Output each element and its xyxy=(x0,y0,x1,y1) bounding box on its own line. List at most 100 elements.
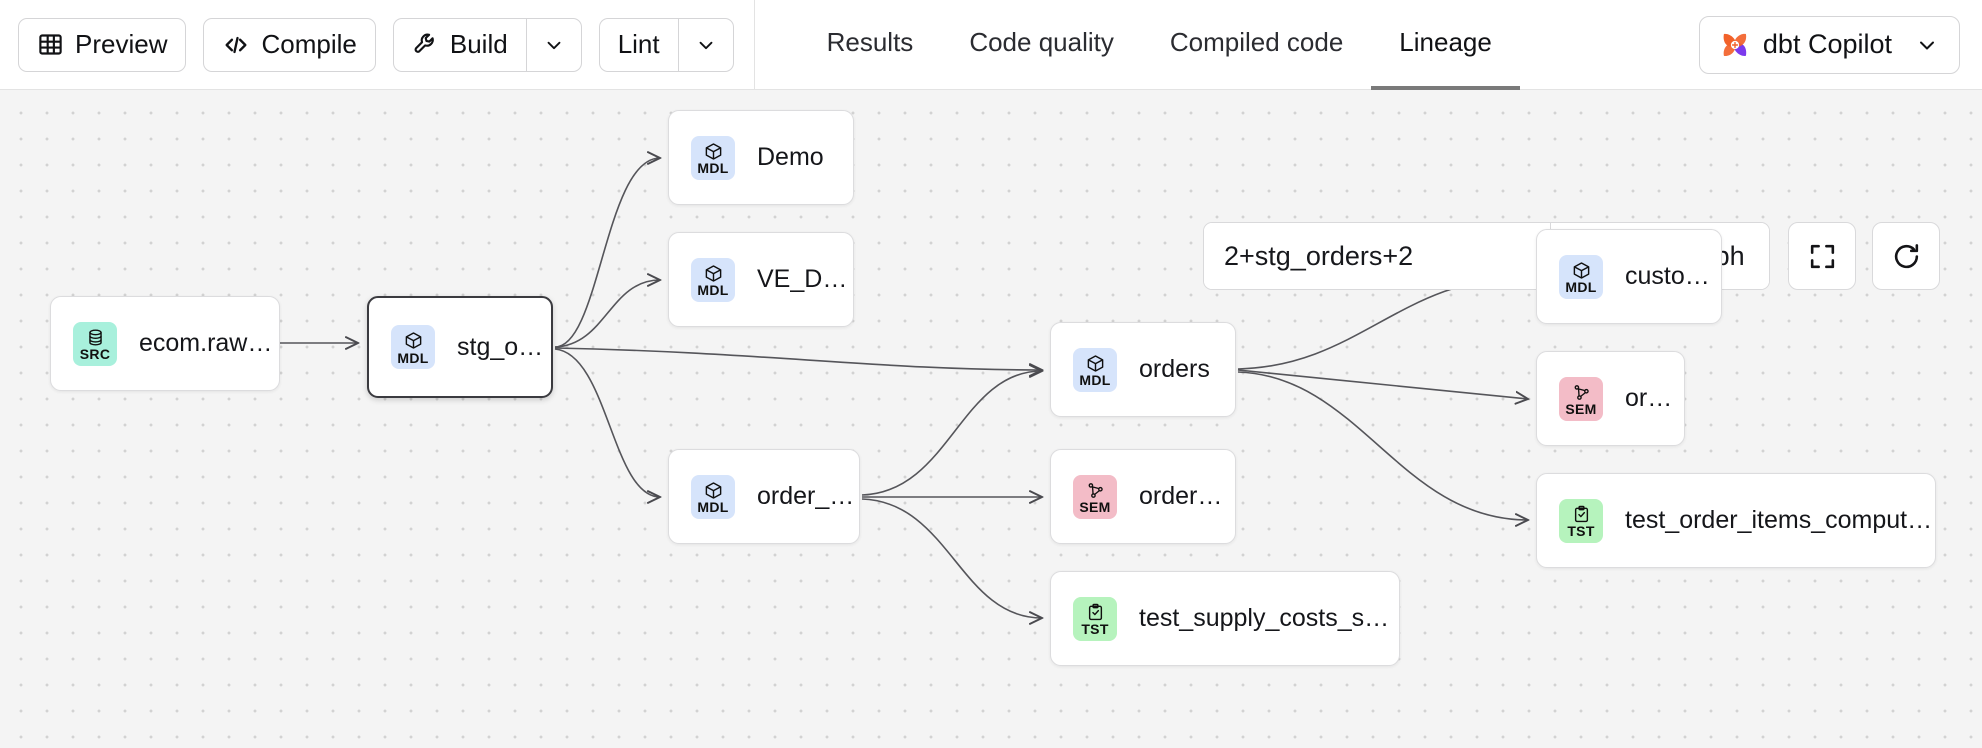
node-label: orders xyxy=(1625,384,1684,412)
copilot-label: dbt Copilot xyxy=(1762,29,1892,59)
lint-button-group: Lint xyxy=(598,17,734,72)
semantic-graph-icon xyxy=(1086,479,1105,501)
tab-label: Lineage xyxy=(1399,27,1492,57)
node-label: orders xyxy=(1139,355,1210,383)
build-button-group: Build xyxy=(392,17,582,72)
edge-stg-to-vedemo xyxy=(554,280,660,348)
node-label: order_items xyxy=(757,482,859,510)
lineage-node-demo[interactable]: MDL Demo xyxy=(668,110,854,205)
node-type-badge-sem: SEM xyxy=(1559,376,1603,421)
edge-orders-to-customers xyxy=(1237,277,1528,370)
edge-stg-to-orders xyxy=(554,347,1042,370)
cube-icon xyxy=(1086,352,1105,374)
chevron-down-icon xyxy=(1915,33,1939,57)
badge-label: MDL xyxy=(1565,279,1597,295)
badge-label: MDL xyxy=(1079,372,1111,388)
lineage-node-ecom-raw-orders[interactable]: SRC ecom.raw_orders xyxy=(50,296,280,391)
cube-icon xyxy=(704,140,723,162)
graph-selector-input[interactable] xyxy=(1204,223,1550,289)
tab-label: Results xyxy=(826,27,914,57)
cube-icon xyxy=(704,479,723,501)
build-dropdown-toggle[interactable] xyxy=(525,17,582,72)
tab-label: Code quality xyxy=(969,27,1114,57)
tab-code-quality[interactable]: Code quality xyxy=(941,0,1142,90)
lint-dropdown-toggle[interactable] xyxy=(677,17,734,72)
edge-orderitems-to-orders xyxy=(861,371,1042,496)
compile-button[interactable]: Compile xyxy=(203,17,376,72)
chevron-down-icon xyxy=(695,34,717,56)
clipboard-check-icon xyxy=(1572,503,1591,525)
table-icon xyxy=(37,31,64,58)
node-type-badge-mdl: MDL xyxy=(691,474,735,519)
badge-label: TST xyxy=(1081,621,1109,637)
node-label: customers xyxy=(1625,262,1721,290)
view-tabs: Results Code quality Compiled code Linea… xyxy=(799,0,1520,90)
lineage-node-customers[interactable]: MDL customers xyxy=(1536,229,1722,324)
badge-label: MDL xyxy=(697,499,729,515)
node-type-badge-mdl: MDL xyxy=(391,325,435,369)
semantic-graph-icon xyxy=(1572,381,1591,403)
node-type-badge-mdl: MDL xyxy=(1073,347,1117,392)
dbt-logo-icon xyxy=(1720,30,1750,60)
lineage-node-stg-orders[interactable]: MDL stg_orders xyxy=(367,296,553,398)
lineage-node-order-items[interactable]: MDL order_items xyxy=(668,449,860,544)
lint-button[interactable]: Lint xyxy=(598,17,678,72)
edge-orders-to-orderssem xyxy=(1237,369,1528,399)
cube-icon xyxy=(704,262,723,284)
build-label: Build xyxy=(449,29,508,59)
dbt-copilot-button[interactable]: dbt Copilot xyxy=(1698,15,1960,74)
tab-results[interactable]: Results xyxy=(799,0,942,90)
node-label: test_supply_costs_sum_correctly xyxy=(1139,604,1399,632)
lineage-canvas[interactable]: Update Graph xyxy=(0,90,1982,748)
toolbar-actions: Preview Compile Build xyxy=(0,0,734,89)
preview-button[interactable]: Preview xyxy=(18,17,187,72)
build-button[interactable]: Build xyxy=(392,17,526,72)
lineage-node-order-item-semantic[interactable]: SEM order_item xyxy=(1050,449,1236,544)
lint-label: Lint xyxy=(617,29,660,59)
code-brackets-icon xyxy=(222,31,250,59)
edge-stg-to-demo xyxy=(554,158,660,348)
clipboard-check-icon xyxy=(1086,601,1105,623)
node-type-badge-mdl: MDL xyxy=(691,257,735,302)
node-type-badge-sem: SEM xyxy=(1073,474,1117,519)
compile-label: Compile xyxy=(261,29,357,59)
lineage-node-ve-demo[interactable]: MDL VE_Demo xyxy=(668,232,854,327)
database-icon xyxy=(86,326,105,348)
lineage-node-test-order-items[interactable]: TST test_order_items_compute_to_bools_c.… xyxy=(1536,473,1936,568)
badge-label: SRC xyxy=(79,346,111,362)
tab-label: Compiled code xyxy=(1169,27,1344,57)
node-label: test_order_items_compute_to_bools_c... xyxy=(1625,506,1935,534)
node-label: Demo xyxy=(757,143,824,171)
tab-lineage[interactable]: Lineage xyxy=(1371,0,1520,90)
badge-label: SEM xyxy=(1079,499,1111,515)
chevron-down-icon xyxy=(543,34,565,56)
badge-label: MDL xyxy=(697,160,729,176)
toolbar-divider xyxy=(753,0,755,90)
wrench-icon xyxy=(412,31,439,58)
lineage-node-test-supply-costs[interactable]: TST test_supply_costs_sum_correctly xyxy=(1050,571,1400,666)
tab-compiled-code[interactable]: Compiled code xyxy=(1142,0,1371,90)
badge-label: MDL xyxy=(697,282,729,298)
node-type-badge-mdl: MDL xyxy=(1559,254,1603,299)
node-label: stg_orders xyxy=(457,332,551,361)
node-label: order_item xyxy=(1139,482,1235,510)
node-label: VE_Demo xyxy=(757,265,853,293)
lineage-node-orders-model[interactable]: MDL orders xyxy=(1050,322,1236,417)
node-type-badge-tst: TST xyxy=(1073,596,1117,641)
badge-label: SEM xyxy=(1565,401,1597,417)
edge-orderitems-to-testsupply xyxy=(861,498,1042,618)
node-type-badge-src: SRC xyxy=(73,321,117,366)
badge-label: MDL xyxy=(397,349,429,366)
edge-orders-to-testorderitems xyxy=(1237,371,1528,520)
refresh-button[interactable] xyxy=(1872,222,1940,290)
lineage-edges xyxy=(280,90,1982,748)
refresh-icon xyxy=(1891,241,1922,272)
badge-label: TST xyxy=(1567,523,1595,539)
node-type-badge-mdl: MDL xyxy=(691,135,735,180)
preview-label: Preview xyxy=(75,29,168,59)
lineage-node-orders-semantic[interactable]: SEM orders xyxy=(1536,351,1685,446)
node-label: ecom.raw_orders xyxy=(139,329,279,357)
top-toolbar: Preview Compile Build xyxy=(0,0,1982,90)
fullscreen-button[interactable] xyxy=(1788,222,1856,290)
node-type-badge-tst: TST xyxy=(1559,498,1603,543)
